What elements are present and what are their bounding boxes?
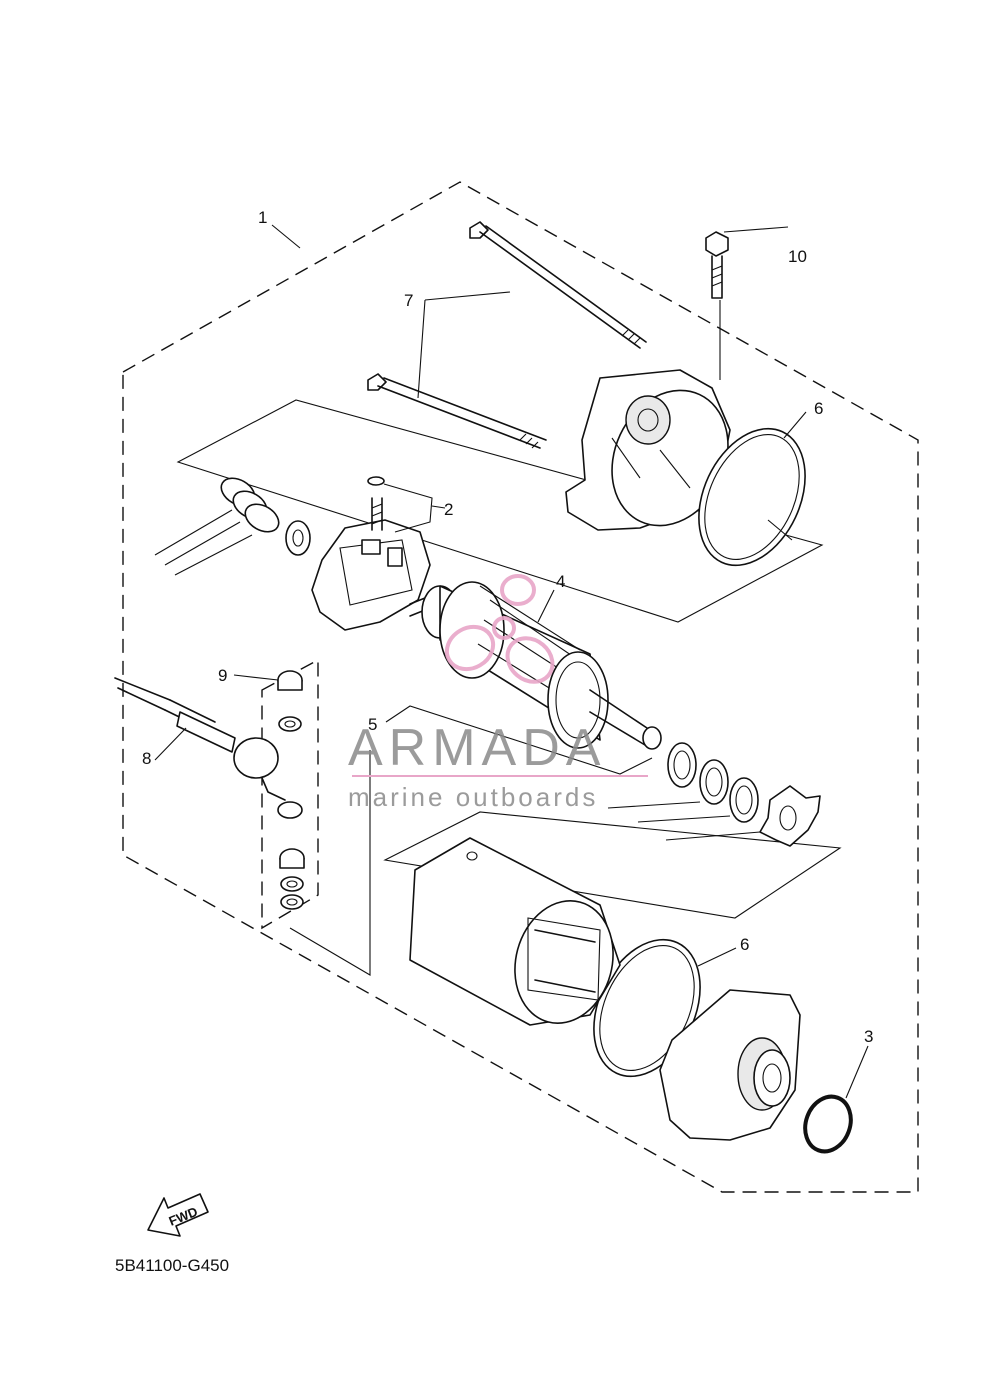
brush-springs [154,477,280,576]
armature [409,581,662,750]
o-ring-rear [698,427,806,567]
callout-6-lower: 6 [740,935,749,954]
terminal-hardware [277,670,305,910]
armature-washer-1 [667,742,697,788]
armature-group-outline [383,811,842,919]
flange-bolt [705,231,729,299]
o-ring-rear-inner [704,434,800,560]
armature-washer-3 [729,777,759,823]
washer-small [285,520,311,556]
through-bolt-lower [367,373,547,449]
callout-6-upper: 6 [814,399,823,418]
lead-hardware-boundary [261,658,319,930]
brush-holder [311,476,431,631]
o-ring-front-inner [599,945,695,1071]
retaining-clip [759,785,821,847]
lead-hardware-bracket [289,750,371,976]
watermark-brand: ARMADA [348,719,606,777]
callout-2: 2 [444,500,453,519]
yoke [409,837,621,1026]
callout-7: 7 [404,291,413,310]
callout-10: 10 [788,247,807,266]
callout-8: 8 [142,749,151,768]
forward-direction-arrow: FWD [147,1193,209,1237]
front-end-cover [659,989,801,1141]
armada-watermark: ARMADA marine outboards [348,574,648,812]
front-o-ring [803,1094,853,1154]
callout-9: 9 [218,666,227,685]
propeller-logo [444,574,555,684]
callout-4: 4 [556,572,565,591]
callout-3: 3 [864,1027,873,1046]
armature-washer-2 [699,759,729,805]
watermark-tagline: marine outboards [348,782,598,812]
lead-wire [114,677,303,819]
drawing-code: 5B41100-G450 [115,1256,229,1275]
rear-end-cover [565,369,731,531]
assembly-boundary [122,181,919,1193]
callout-5: 5 [368,715,377,734]
brush-group-outline [176,399,824,623]
leader-lines [154,224,869,1099]
through-bolt-upper [469,221,647,349]
callout-1: 1 [258,208,267,227]
